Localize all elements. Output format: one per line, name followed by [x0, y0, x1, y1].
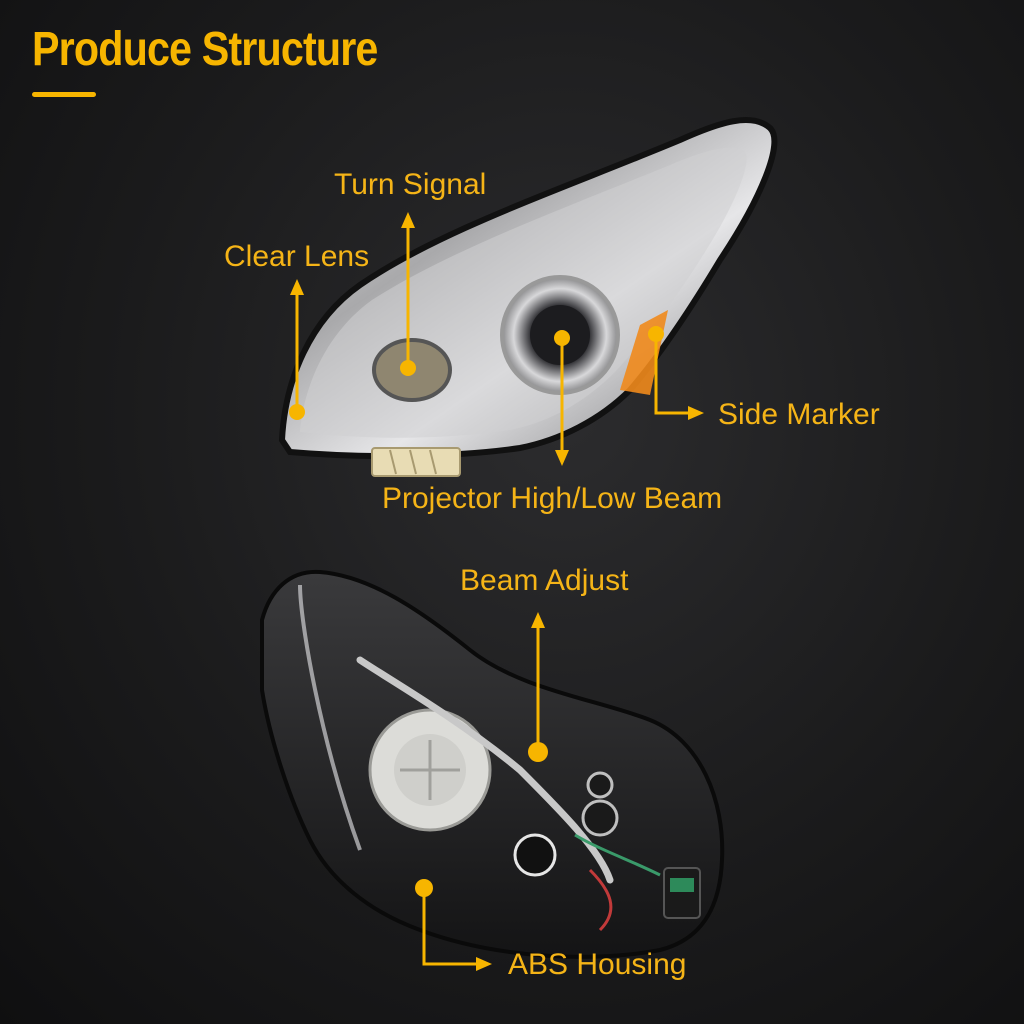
bulb-socket-3: [586, 771, 614, 799]
wiring-harness: [356, 656, 614, 884]
clear-lens-label: Clear Lens: [224, 240, 370, 273]
callout-pointers: [289, 212, 704, 971]
bulb-socket-1: [513, 833, 557, 877]
rear-headlight: [260, 569, 725, 959]
bulb-socket-2: [581, 799, 619, 837]
turn-signal-label: Turn Signal: [334, 168, 487, 201]
beam-adjust-label: Beam Adjust: [460, 564, 629, 597]
abs-housing-label: ABS Housing: [508, 948, 687, 981]
projector-label: Projector High/Low Beam: [382, 482, 723, 515]
title-underline: [32, 92, 96, 97]
page-title: Produce Structure: [32, 23, 378, 76]
rear-connector: [663, 867, 701, 919]
side-marker-label: Side Marker: [718, 398, 880, 431]
